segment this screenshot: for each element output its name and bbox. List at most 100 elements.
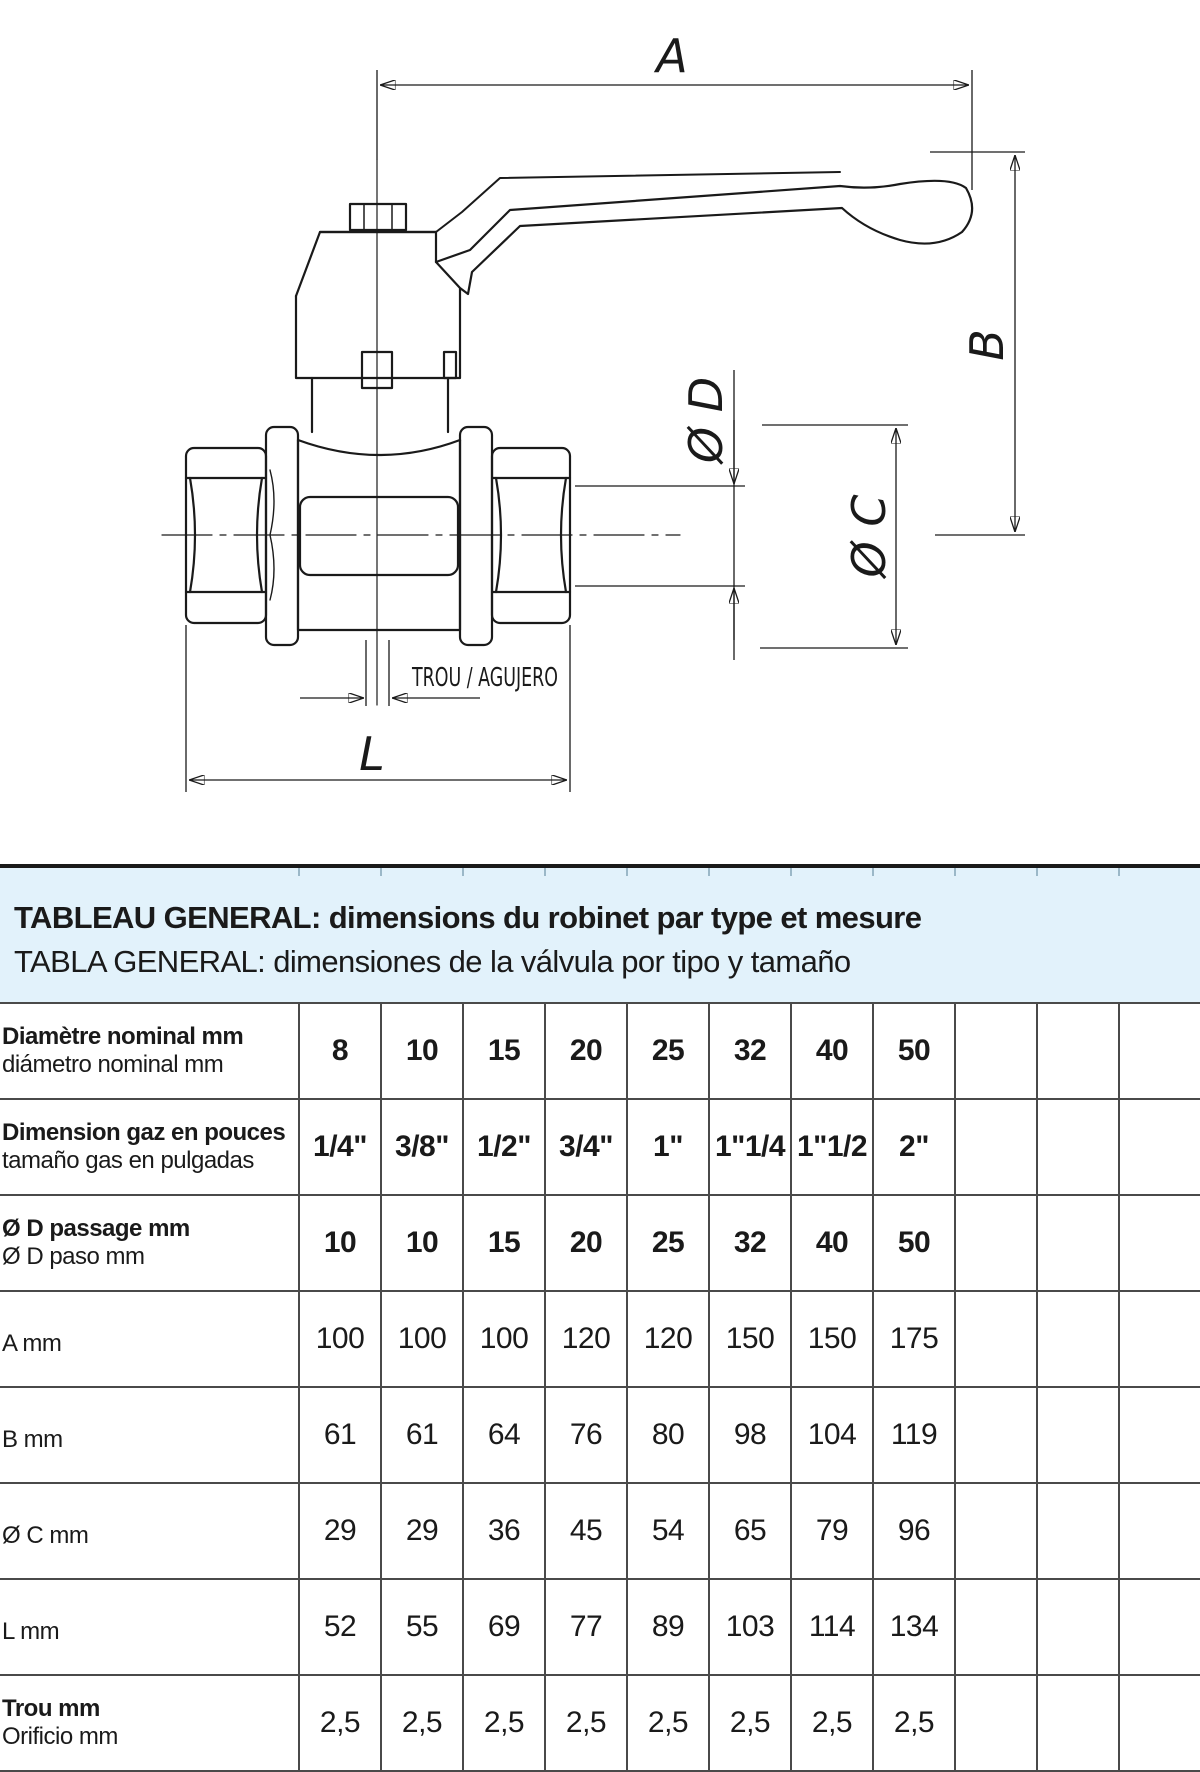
table-title-fr-rest: dimensions du robinet par type et mesure xyxy=(320,900,922,935)
table-cell: 119 xyxy=(873,1386,956,1483)
table-cell: 10 xyxy=(381,1194,464,1291)
empty-cell xyxy=(955,1098,1038,1195)
table-cell: 45 xyxy=(545,1482,628,1579)
stem-square xyxy=(360,350,394,390)
dimension-d-label: Ø D xyxy=(679,377,733,465)
empty-cell xyxy=(1037,1482,1120,1579)
stem-neck xyxy=(310,376,450,434)
table-title-fr-bold: TABLEAU GENERAL: xyxy=(14,900,321,935)
dimension-a-label: A xyxy=(653,29,687,83)
table-top-rule xyxy=(0,864,1200,868)
row-label: A mm xyxy=(2,1330,62,1357)
table-cell: 80 xyxy=(627,1386,710,1483)
table-cell: 1/2" xyxy=(463,1098,546,1195)
table-cell: 3/8" xyxy=(381,1098,464,1195)
table-cell: 15 xyxy=(463,1194,546,1291)
table-cell: 15 xyxy=(463,1002,546,1099)
empty-cell xyxy=(1119,1482,1200,1579)
empty-cell xyxy=(1037,1002,1120,1099)
table-cell: 150 xyxy=(791,1290,874,1387)
row-label-fr: Trou mm xyxy=(2,1695,100,1722)
row-label-es: Orificio mm xyxy=(2,1723,118,1750)
table-cell: 120 xyxy=(545,1290,628,1387)
table-cell: 98 xyxy=(709,1386,792,1483)
dimension-l-label: L xyxy=(359,727,385,781)
row-label-fr: Dimension gaz en pouces xyxy=(2,1119,286,1146)
table-cell: 50 xyxy=(873,1194,956,1291)
empty-cell xyxy=(1119,1098,1200,1195)
table-cell: 29 xyxy=(381,1482,464,1579)
table-cell: 54 xyxy=(627,1482,710,1579)
table-cell: 36 xyxy=(463,1482,546,1579)
right-flange xyxy=(458,425,494,647)
table-cell: 55 xyxy=(381,1578,464,1675)
empty-cell xyxy=(1037,1578,1120,1675)
table-cell: 1"1/2 xyxy=(791,1098,874,1195)
table-cell: 2,5 xyxy=(873,1674,956,1772)
table-cell: 64 xyxy=(463,1386,546,1483)
table-cell: 61 xyxy=(299,1386,382,1483)
row-label-cell: B mm xyxy=(0,1386,300,1483)
table-cell: 100 xyxy=(463,1290,546,1387)
table-cell: 150 xyxy=(709,1290,792,1387)
table-cell: 2,5 xyxy=(627,1674,710,1772)
table-cell: 69 xyxy=(463,1578,546,1675)
column-tick-marks xyxy=(298,868,1120,876)
empty-cell xyxy=(1119,1386,1200,1483)
row-label: Ø C mm xyxy=(2,1522,89,1549)
table-cell: 2,5 xyxy=(545,1674,628,1772)
table-cell: 175 xyxy=(873,1290,956,1387)
table-cell: 76 xyxy=(545,1386,628,1483)
table-cell: 32 xyxy=(709,1002,792,1099)
row-label-fr: Ø D passage mm xyxy=(2,1215,190,1242)
top-nut xyxy=(348,202,408,232)
table-cell: 10 xyxy=(381,1002,464,1099)
empty-cell xyxy=(955,1674,1038,1772)
empty-cell xyxy=(1037,1098,1120,1195)
empty-cell xyxy=(1119,1674,1200,1772)
table-cell: 65 xyxy=(709,1482,792,1579)
hole-label: TROU / AGUJERO xyxy=(411,663,558,693)
table-cell: 96 xyxy=(873,1482,956,1579)
row-label-es: tamaño gas en pulgadas xyxy=(2,1147,254,1174)
empty-cell xyxy=(1119,1194,1200,1291)
row-label-cell: L mm xyxy=(0,1578,300,1675)
table-cell: 2,5 xyxy=(299,1674,382,1772)
empty-cell xyxy=(1119,1002,1200,1099)
empty-cell xyxy=(955,1002,1038,1099)
table-cell: 29 xyxy=(299,1482,382,1579)
table-cell: 120 xyxy=(627,1290,710,1387)
table-cell: 134 xyxy=(873,1578,956,1675)
table-cell: 2,5 xyxy=(381,1674,464,1772)
empty-cell xyxy=(1037,1674,1120,1772)
table-cell: 79 xyxy=(791,1482,874,1579)
table-cell: 2" xyxy=(873,1098,956,1195)
table-cell: 3/4" xyxy=(545,1098,628,1195)
row-label-fr: Diamètre nominal mm xyxy=(2,1023,244,1050)
table-cell: 25 xyxy=(627,1194,710,1291)
table-cell: 89 xyxy=(627,1578,710,1675)
empty-cell xyxy=(955,1578,1038,1675)
dimension-b-label: B xyxy=(960,329,1014,361)
table-cell: 100 xyxy=(299,1290,382,1387)
table-cell: 50 xyxy=(873,1002,956,1099)
table-cell: 40 xyxy=(791,1002,874,1099)
table-cell: 20 xyxy=(545,1194,628,1291)
table-cell: 1" xyxy=(627,1098,710,1195)
empty-cell xyxy=(955,1194,1038,1291)
ball-valve-drawing: A B Ø C Ø D L TROU / AGUJERO xyxy=(161,29,1025,792)
row-label: B mm xyxy=(2,1426,63,1453)
empty-cell xyxy=(955,1386,1038,1483)
table-cell: 20 xyxy=(545,1002,628,1099)
dimension-c-label: Ø C xyxy=(842,495,896,580)
right-end-fitting xyxy=(490,446,572,625)
